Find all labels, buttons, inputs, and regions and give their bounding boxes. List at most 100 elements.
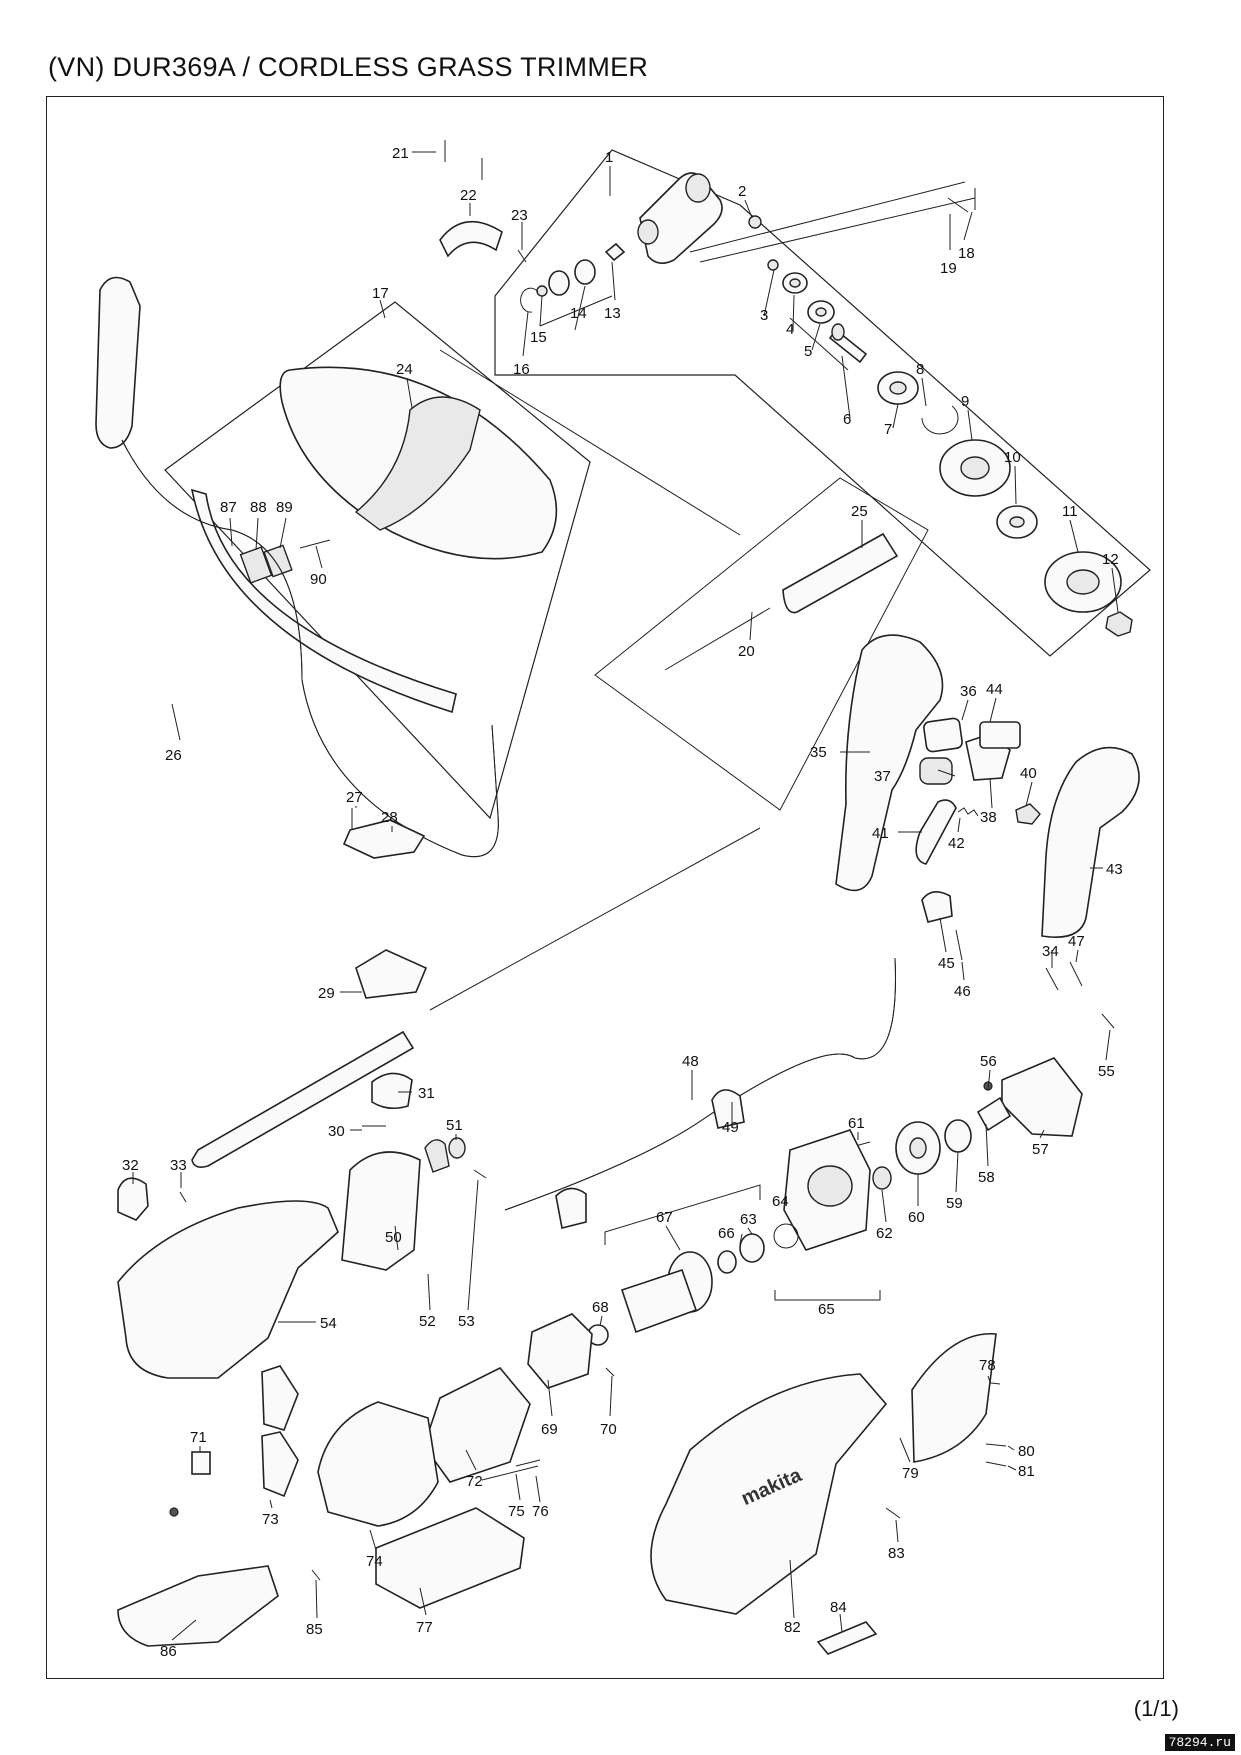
part-label: 63 bbox=[740, 1211, 757, 1228]
lock-nut-part bbox=[1105, 611, 1133, 637]
assembly-bracket-shaft bbox=[604, 1184, 761, 1245]
part-label: 14 bbox=[570, 305, 587, 322]
screw-part bbox=[985, 1443, 1007, 1467]
part-label: 48 bbox=[682, 1053, 699, 1070]
housing-right-part bbox=[650, 1373, 888, 1615]
part-label: 56 bbox=[980, 1053, 997, 1070]
part-label: 79 bbox=[902, 1465, 919, 1482]
switch-block-part bbox=[979, 721, 1021, 749]
guide-line bbox=[689, 181, 966, 253]
label-part bbox=[191, 1451, 211, 1475]
terminal-part bbox=[261, 1365, 299, 1498]
pipe-part bbox=[191, 1030, 415, 1168]
part-label: 82 bbox=[784, 1619, 801, 1636]
part-label: 31 bbox=[418, 1085, 435, 1102]
switch-part bbox=[923, 717, 963, 753]
watermark: 78294.ru bbox=[1164, 1734, 1235, 1751]
page-indicator: (1/1) bbox=[1133, 1696, 1179, 1721]
name-plate-part bbox=[816, 1621, 878, 1655]
part-label: 1 bbox=[605, 149, 613, 166]
part-label: 11 bbox=[1062, 503, 1078, 520]
part-label: 61 bbox=[848, 1115, 865, 1132]
lock-button-part bbox=[921, 891, 953, 923]
part-label: 16 bbox=[513, 361, 530, 378]
part-label: 29 bbox=[318, 985, 335, 1002]
part-label: 3 bbox=[760, 307, 768, 324]
bearing-part bbox=[717, 1250, 737, 1274]
part-labels: 1 2 3 4 5 6 7 8 9 10 11 12 13 14 15 16 1… bbox=[122, 145, 1123, 1660]
part-label: 21 bbox=[392, 145, 409, 162]
part-label: 17 bbox=[372, 285, 389, 302]
part-label: 74 bbox=[366, 1553, 383, 1570]
gear-housing-part bbox=[637, 172, 723, 264]
clamp-ring-part bbox=[371, 1072, 413, 1110]
part-label: 30 bbox=[328, 1123, 345, 1140]
part-label: 18 bbox=[958, 245, 975, 262]
nut-part bbox=[748, 215, 762, 229]
bearing-part bbox=[739, 1233, 765, 1263]
part-label: 55 bbox=[1098, 1063, 1115, 1080]
part-label: 38 bbox=[980, 809, 997, 826]
lock-off-button-part bbox=[1015, 803, 1041, 825]
lock-lever-part bbox=[117, 1177, 149, 1221]
pin-part bbox=[955, 929, 963, 961]
part-label: 73 bbox=[262, 1511, 279, 1528]
part-label: 13 bbox=[604, 305, 621, 322]
part-label: 6 bbox=[843, 411, 851, 428]
bolt-part bbox=[947, 188, 976, 213]
part-label: 68 bbox=[592, 1299, 609, 1316]
guide-line bbox=[439, 349, 741, 536]
part-label: 88 bbox=[250, 499, 267, 516]
part-label: 53 bbox=[458, 1313, 475, 1330]
part-label: 65 bbox=[818, 1301, 835, 1318]
motor-bracket-part bbox=[783, 1129, 871, 1251]
screw-part bbox=[885, 1507, 901, 1519]
sleeve-part bbox=[604, 242, 626, 262]
bearing-part bbox=[895, 1121, 941, 1175]
wire-part bbox=[481, 1459, 541, 1481]
bearing-part bbox=[782, 272, 808, 294]
sleeve-part bbox=[976, 1096, 1012, 1132]
handle-holder-part bbox=[355, 949, 428, 999]
gear-part bbox=[939, 439, 1011, 497]
part-label: 46 bbox=[954, 983, 971, 1000]
o-ring-part bbox=[773, 1223, 799, 1249]
part-label: 7 bbox=[884, 421, 892, 438]
part-label: 76 bbox=[532, 1503, 549, 1520]
bearing-part bbox=[944, 1119, 972, 1153]
part-label: 51 bbox=[446, 1117, 463, 1134]
leader-lines bbox=[132, 151, 1119, 1641]
part-label: 72 bbox=[466, 1473, 483, 1490]
rotor-holder-part bbox=[527, 1313, 593, 1389]
part-label: 62 bbox=[876, 1225, 893, 1242]
handle-clamp-part bbox=[342, 819, 426, 859]
part-label: 58 bbox=[978, 1169, 995, 1186]
part-label: 69 bbox=[541, 1421, 558, 1438]
part-label: 28 bbox=[381, 809, 398, 826]
retaining-ring-part bbox=[921, 405, 959, 435]
drive-shaft-part bbox=[429, 827, 761, 1011]
screw-part bbox=[444, 140, 483, 180]
side-cover-part bbox=[911, 1333, 997, 1463]
flexible-shaft-part bbox=[504, 957, 896, 1211]
part-label: 2 bbox=[738, 183, 746, 200]
part-label: 22 bbox=[460, 187, 477, 204]
part-label: 77 bbox=[416, 1619, 433, 1636]
screw-part bbox=[473, 1169, 487, 1179]
part-label: 89 bbox=[276, 499, 293, 516]
screw-part bbox=[605, 1367, 615, 1377]
diagram-frame bbox=[46, 96, 1164, 1679]
part-label: 32 bbox=[122, 1157, 139, 1174]
drive-shaft-part bbox=[664, 607, 771, 671]
part-label: 24 bbox=[396, 361, 413, 378]
part-label: 9 bbox=[961, 393, 969, 410]
assembly-bracket-gearcase bbox=[774, 1290, 881, 1301]
part-label: 42 bbox=[948, 835, 965, 852]
part-label: 25 bbox=[851, 503, 868, 520]
motor-part bbox=[317, 1401, 439, 1527]
part-label: 71 bbox=[190, 1429, 207, 1446]
part-label: 81 bbox=[1018, 1463, 1035, 1480]
guard-group-outline bbox=[164, 301, 591, 820]
part-label: 90 bbox=[310, 571, 327, 588]
flange-part bbox=[1044, 551, 1122, 613]
